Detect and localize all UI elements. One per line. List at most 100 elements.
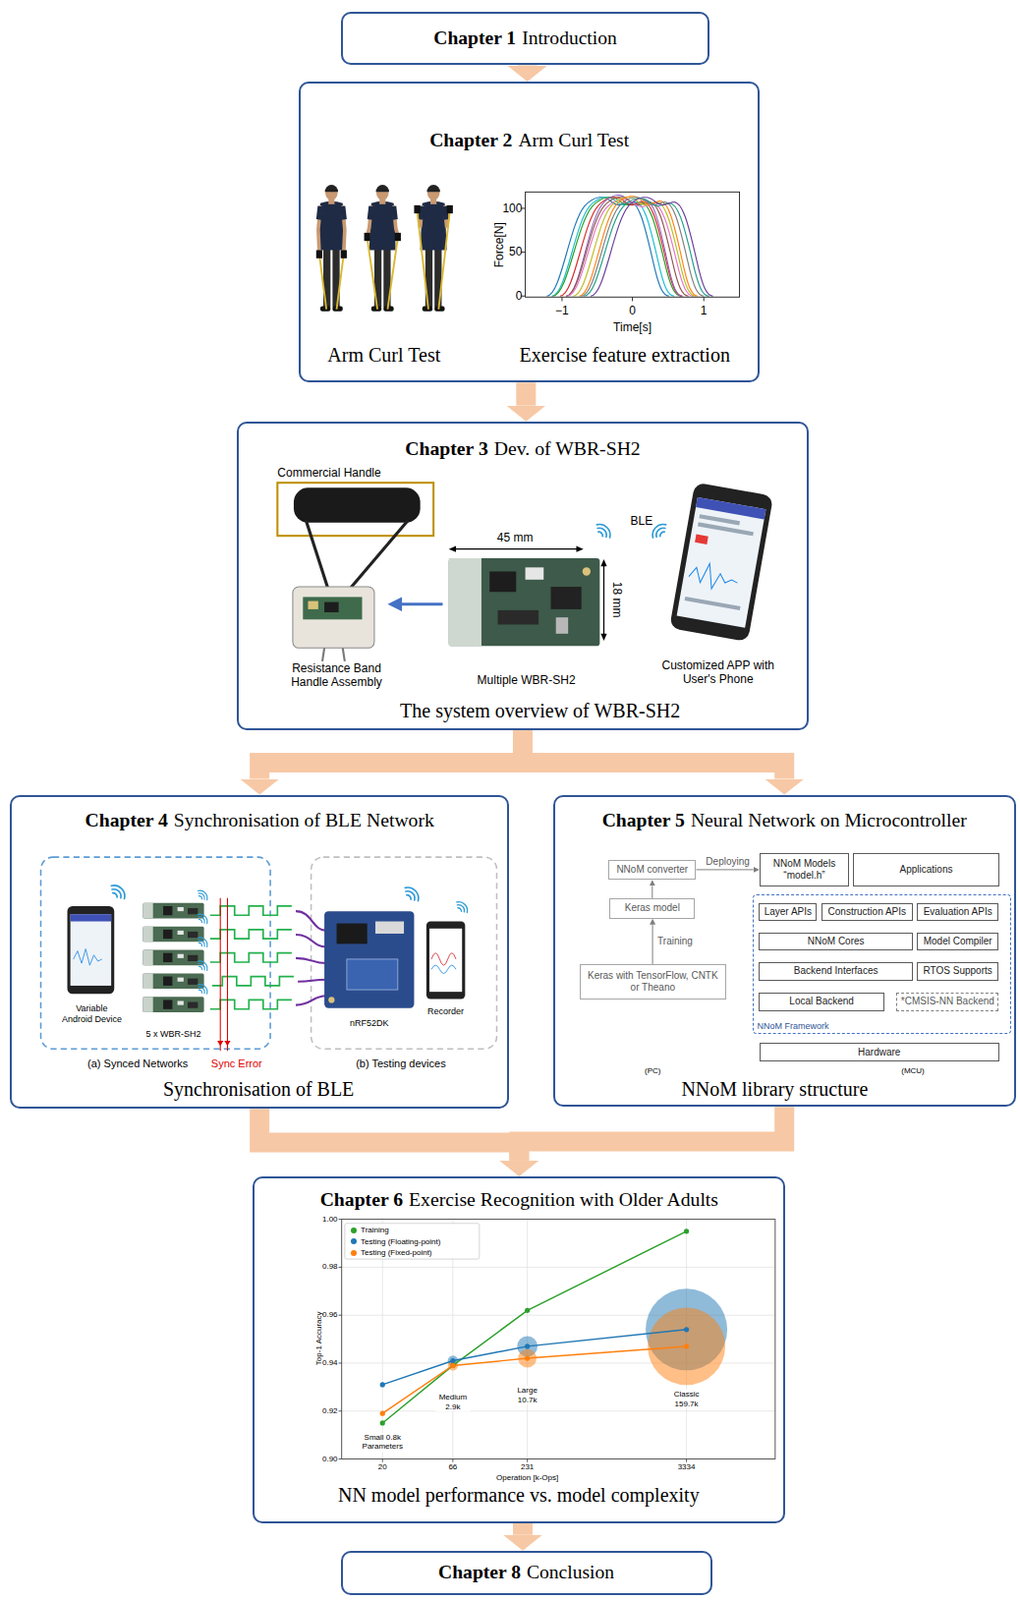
flow-arrow [517, 55, 538, 76]
axis-tick: 50 [509, 244, 522, 259]
module-box: Layer APIs [758, 903, 817, 922]
box-label: Keras with TensorFlow, CNTK or Theano [582, 969, 723, 994]
part-label: Customized APP with User's Phone [653, 658, 783, 687]
module-box: Model Compiler [916, 932, 999, 952]
legend-swatch [350, 1238, 357, 1245]
sub-caption: (b) Testing devices [355, 1057, 447, 1071]
box-label: NNoM Cores [807, 935, 865, 948]
axis-title: Force[N] [492, 222, 507, 268]
module-box: Construction APIs [821, 903, 913, 922]
legend-label: Testing (Floating-point) [360, 1237, 441, 1247]
part-label: nRF52DK [349, 1018, 390, 1029]
point-label: Medium 2.9k [435, 1392, 470, 1412]
legend-swatch [350, 1227, 357, 1234]
axis-tick: 231 [520, 1462, 534, 1473]
box-label: Applications [900, 863, 954, 876]
chapter-box: Chapter 1Introduction [340, 11, 711, 65]
point-label: Large 10.7k [510, 1385, 544, 1405]
box-label: Local Backend [789, 995, 854, 1008]
point-label: Classic 159.7k [668, 1389, 705, 1409]
axis-title: Operation [k-Ops] [496, 1473, 559, 1483]
side-note: (MCU) [901, 1066, 925, 1077]
chapter-box: Chapter 6Exercise Recognition with Older… [252, 1176, 786, 1524]
module-box: Keras model [609, 898, 695, 919]
module-box: NNoM converter [608, 859, 696, 881]
chapter-number: Chapter 1 [433, 26, 516, 51]
dimension: 18 mm [610, 581, 624, 619]
module-box: Local Backend [758, 992, 885, 1012]
flow-arrow [515, 382, 536, 405]
flow-arrow [259, 1108, 519, 1161]
chapter-title: Synchronisation of BLE Network [173, 807, 435, 832]
axis-tick: 1 [700, 303, 708, 318]
box-label: NNoM converter [616, 863, 688, 876]
axis-tick: 3334 [678, 1462, 696, 1473]
axis-tick: 0.92 [322, 1406, 339, 1417]
box-label: RTOS Supports [923, 964, 993, 977]
axis-tick: 0 [628, 303, 636, 318]
part-label: Resistance Band Handle Assembly [283, 661, 392, 690]
part-label: Commercial Handle [277, 465, 381, 480]
module-box: NNoM Cores [758, 932, 913, 952]
legend-label: Training [360, 1225, 390, 1235]
legend-swatch [350, 1249, 357, 1256]
module-box: Keras with TensorFlow, CNTK or Theano [579, 963, 726, 999]
chapter-number: Chapter 3 [404, 436, 489, 460]
chapter-number: Chapter 8 [438, 1560, 521, 1585]
chart-legend: TrainingTesting (Floating-point)Testing … [350, 1224, 441, 1258]
part-label: Variable Android Device [59, 1003, 123, 1025]
axis-tick: 100 [502, 201, 522, 216]
dimension: 45 mm [497, 530, 534, 545]
module-box: Applications [852, 852, 999, 886]
box-label: Backend Interfaces [793, 964, 879, 977]
module-box: RTOS Supports [916, 962, 999, 981]
figure-caption: NN model performance vs. model complexit… [338, 1483, 700, 1506]
box-label: *CMSIS-NN Backend [901, 995, 995, 1008]
figure-caption: The system overview of WBR-SH2 [399, 699, 680, 722]
box-label: Evaluation APIs [923, 906, 993, 918]
flow-arrow [259, 730, 523, 779]
axis-tick: −1 [555, 303, 569, 318]
module-box: Backend Interfaces [758, 962, 913, 981]
figure-caption: Synchronisation of BLE [163, 1077, 354, 1100]
module-box: NNoM Models “model.h” [759, 852, 850, 886]
module-box: Evaluation APIs [916, 903, 999, 922]
side-note: (PC) [644, 1066, 661, 1077]
axis-tick: 66 [448, 1462, 457, 1473]
link-arrow [652, 924, 654, 965]
part-label: Recorder [427, 1006, 464, 1018]
module-box: Hardware [759, 1042, 1000, 1062]
flow-arrow [522, 730, 785, 779]
legend-label: Testing (Fixed-point) [360, 1247, 432, 1257]
link-arrow [651, 885, 653, 899]
chapter-box: Chapter 5Neural Network on Microcontroll… [553, 794, 1017, 1108]
chapter-number: Chapter 2 [429, 127, 512, 152]
figure-caption: Exercise feature extraction [519, 343, 731, 366]
framework-group: NNoM Framework Layer APIs Construction API… [752, 894, 1013, 1034]
axis-tick: 0 [515, 288, 523, 303]
box-label: Keras model [624, 902, 680, 914]
box-label: Hardware [857, 1046, 901, 1059]
chapter-title: Arm Curl Test [517, 127, 629, 152]
edge-label: Training [657, 935, 693, 947]
chapter-box: Chapter 8Conclusion [340, 1550, 713, 1596]
box-label: Layer APIs [764, 906, 812, 918]
part-label: Multiple WBR-SH2 [477, 673, 576, 687]
axis-title: Time[s] [613, 320, 652, 335]
axis-tick: 0.94 [322, 1358, 339, 1368]
chapter-title: Dev. of WBR-SH2 [494, 436, 641, 460]
axis-tick: 0.98 [322, 1261, 339, 1272]
module-box: *CMSIS-NN Backend [896, 992, 999, 1012]
chapter-title: Exercise Recognition with Older Adults [408, 1187, 719, 1211]
edge-label: Deploying [705, 855, 749, 867]
part-label: 5 x WBR-SH2 [145, 1028, 201, 1040]
axis-tick: 20 [378, 1462, 388, 1473]
signal-label: Sync Error [211, 1057, 263, 1071]
flow-arrow [518, 1106, 785, 1161]
axis-tick: 1.00 [322, 1214, 339, 1225]
axis-tick: 0.90 [322, 1454, 339, 1465]
point-label: Small 0.8k Parameters [350, 1432, 414, 1452]
framework-label: NNoM Framework [757, 1020, 830, 1031]
sub-caption: (a) Synced Networks [87, 1057, 188, 1071]
